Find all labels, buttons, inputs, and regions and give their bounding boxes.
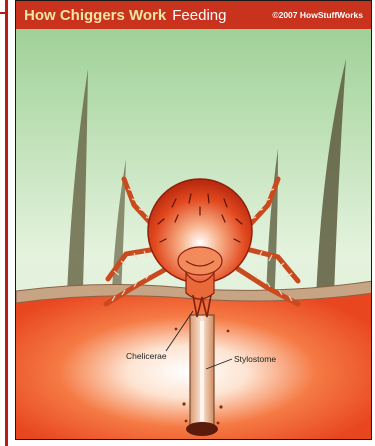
skin-dot bbox=[182, 402, 185, 405]
diagram-title: How Chiggers Work bbox=[24, 7, 166, 24]
stylostome-base bbox=[186, 422, 218, 436]
left-accent-rule bbox=[5, 0, 8, 446]
left-accent-tick bbox=[0, 12, 8, 14]
stylostome-channel bbox=[200, 321, 204, 421]
skin-dot bbox=[219, 405, 222, 408]
illustration-frame: How Chiggers Work Feeding ©2007 HowStuff… bbox=[15, 0, 372, 440]
copyright-notice: ©2007 HowStuffWorks bbox=[272, 10, 363, 20]
skin-dot bbox=[175, 328, 178, 331]
skin-dot bbox=[217, 422, 220, 425]
chigger-feeding-illustration: Chelicerae Stylostome bbox=[16, 29, 372, 440]
skin-dot bbox=[227, 330, 230, 333]
chelicerae-label: Chelicerae bbox=[126, 351, 167, 361]
chigger-mouthparts bbox=[178, 247, 222, 275]
title-bar: How Chiggers Work Feeding ©2007 HowStuff… bbox=[16, 1, 371, 29]
diagram-subtitle: Feeding bbox=[172, 7, 226, 24]
skin-dot bbox=[185, 420, 188, 423]
stylostome-label: Stylostome bbox=[234, 354, 276, 364]
